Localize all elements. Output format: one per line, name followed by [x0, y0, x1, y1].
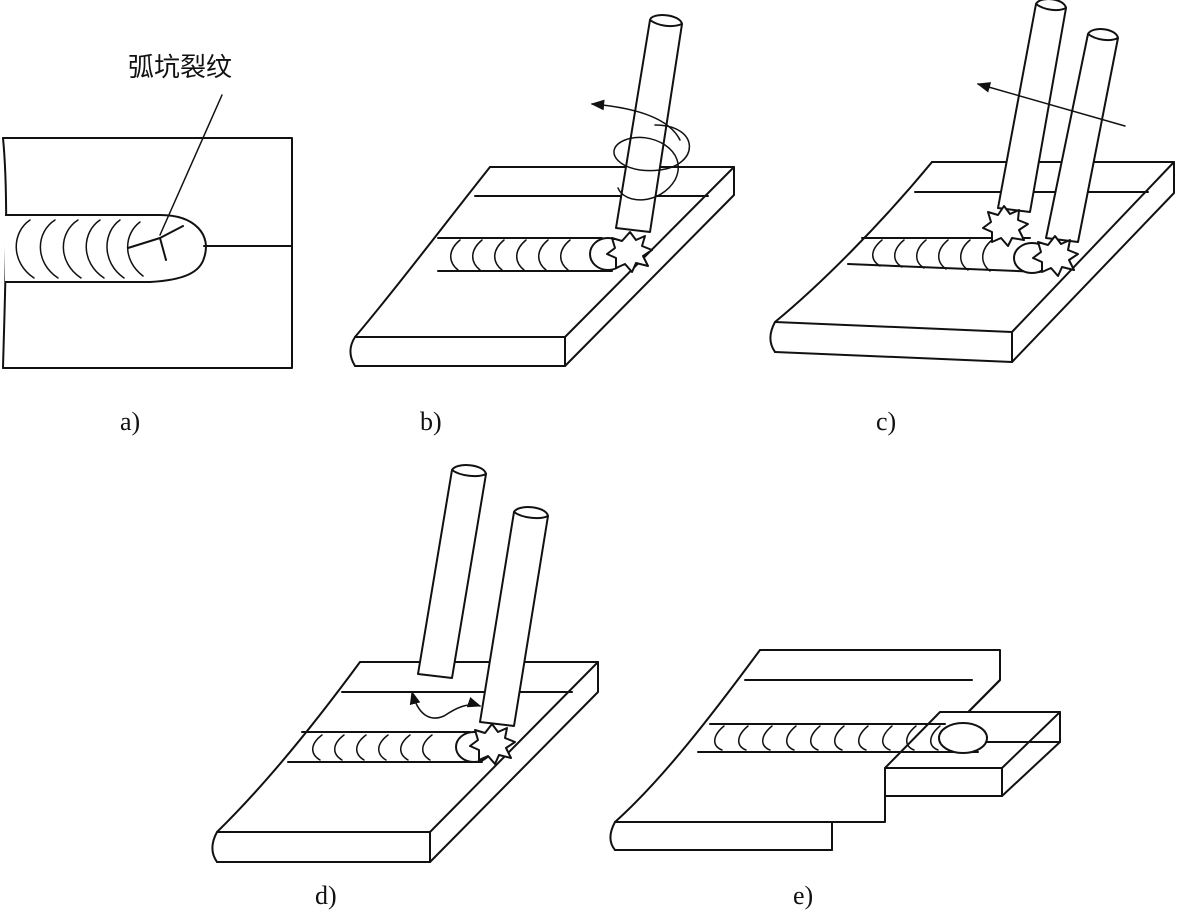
panel-d: d) [211, 464, 599, 910]
ripple-lines [714, 725, 941, 751]
leader-line [159, 94, 223, 236]
arc-spark [469, 723, 516, 765]
run-off-tab [884, 711, 1061, 797]
panel-label-b: b) [420, 407, 442, 436]
panel-label-d: d) [315, 881, 337, 910]
panel-label-e: e) [793, 881, 813, 910]
arc-spark-1 [982, 205, 1029, 247]
panel-a: 弧坑裂纹 a) [2, 53, 293, 436]
electrode [615, 14, 683, 233]
ripple-lines [450, 239, 571, 271]
circular-motion [613, 124, 691, 201]
panel-e: e) [609, 649, 1061, 910]
electrode-2 [479, 506, 549, 727]
ripple-lines [15, 219, 144, 279]
electrode-1 [417, 464, 487, 679]
electrode-1 [997, 0, 1067, 213]
crater-crack [127, 225, 184, 261]
crack-annotation: 弧坑裂纹 [128, 53, 232, 83]
motion-arrow [409, 690, 482, 719]
electrode-2 [1045, 28, 1119, 243]
ripple-lines [872, 239, 993, 272]
panel-c: c) [769, 0, 1175, 436]
arc-spark [606, 231, 653, 273]
weld-crater [938, 722, 988, 754]
weld-bead [5, 214, 207, 283]
ripple-lines [312, 734, 433, 761]
panel-label-a: a) [120, 407, 140, 436]
direction-arrow [590, 99, 681, 141]
direction-arrow [976, 82, 1126, 127]
arc-spark-2 [1032, 235, 1079, 277]
panel-label-c: c) [876, 407, 896, 436]
panel-b: b) [349, 14, 735, 436]
